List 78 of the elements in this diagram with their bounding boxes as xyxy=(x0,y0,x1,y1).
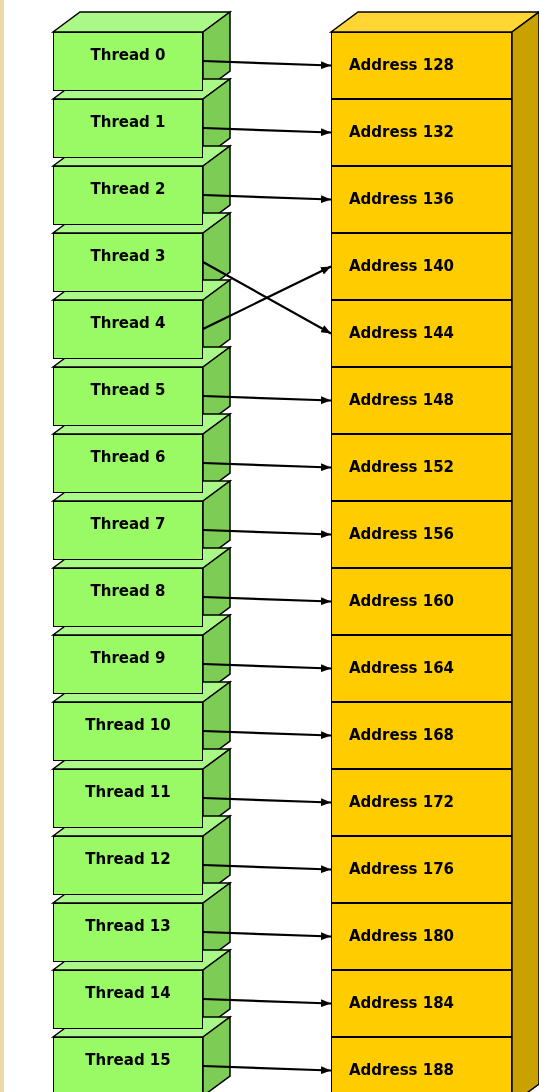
node-label: Thread 5 xyxy=(90,380,166,401)
thread-block xyxy=(53,836,203,895)
thread-block xyxy=(53,300,203,359)
node-label: Address 188 xyxy=(349,1060,455,1082)
node-label: Address 140 xyxy=(349,256,455,278)
thread-block xyxy=(53,1037,203,1092)
node-label: Thread 3 xyxy=(90,246,166,267)
address-cell xyxy=(331,568,512,635)
node-label: Thread 14 xyxy=(85,983,171,1004)
arrow xyxy=(202,126,332,137)
address-cell xyxy=(331,434,512,501)
arrow xyxy=(202,59,332,70)
arrow xyxy=(202,863,332,874)
arrow xyxy=(202,394,332,405)
address-cell xyxy=(331,836,512,903)
address-cell xyxy=(331,367,512,434)
node-label: Address 156 xyxy=(349,524,455,546)
arrow xyxy=(202,461,332,472)
address-cell xyxy=(331,970,512,1037)
address-cell xyxy=(331,702,512,769)
node-label: Address 164 xyxy=(349,658,455,680)
arrow xyxy=(202,729,332,740)
node-label: Thread 10 xyxy=(85,715,171,736)
thread-block xyxy=(53,903,203,962)
arrow xyxy=(202,997,332,1008)
node-label: Thread 13 xyxy=(85,916,171,937)
address-cell xyxy=(331,903,512,970)
arrow xyxy=(202,930,332,941)
thread-block xyxy=(53,970,203,1029)
node-label: Address 144 xyxy=(349,323,455,345)
address-cell xyxy=(331,1037,512,1092)
node-label: Thread 1 xyxy=(90,112,166,133)
node-label: Address 168 xyxy=(349,725,455,747)
thread-block xyxy=(53,32,203,91)
arrow xyxy=(202,595,332,606)
arrow xyxy=(202,662,332,673)
node-label: Address 132 xyxy=(349,122,455,144)
node-label: Address 148 xyxy=(349,390,455,412)
node-label: Thread 4 xyxy=(90,313,166,334)
thread-block xyxy=(53,233,203,292)
node-label: Thread 12 xyxy=(85,849,171,870)
node-label: Thread 8 xyxy=(90,581,166,602)
address-cell xyxy=(331,32,512,99)
arrow xyxy=(202,193,332,204)
thread-block xyxy=(53,367,203,426)
arrow xyxy=(202,1064,332,1075)
thread-block xyxy=(53,99,203,158)
address-cell xyxy=(331,99,512,166)
address-cell xyxy=(331,166,512,233)
thread-block xyxy=(53,702,203,761)
node-label: Thread 11 xyxy=(85,782,171,803)
address-cell xyxy=(331,635,512,702)
thread-block xyxy=(53,501,203,560)
node-label: Address 184 xyxy=(349,993,455,1015)
node-label: Address 128 xyxy=(349,55,455,77)
address-cell xyxy=(331,769,512,836)
address-cell xyxy=(331,233,512,300)
node-label: Address 180 xyxy=(349,926,455,948)
node-label: Thread 6 xyxy=(90,447,166,468)
thread-block xyxy=(53,434,203,493)
address-cell xyxy=(331,501,512,568)
thread-block xyxy=(53,769,203,828)
arrow xyxy=(202,796,332,807)
arrow xyxy=(202,528,332,539)
thread-block xyxy=(53,166,203,225)
thread-block xyxy=(53,635,203,694)
node-label: Address 152 xyxy=(349,457,455,479)
thread-block xyxy=(53,568,203,627)
node-label: Thread 15 xyxy=(85,1050,171,1071)
node-label: Thread 7 xyxy=(90,514,166,535)
node-label: Thread 0 xyxy=(90,45,166,66)
node-label: Thread 2 xyxy=(90,179,166,200)
node-label: Address 176 xyxy=(349,859,455,881)
node-label: Address 136 xyxy=(349,189,455,211)
node-label: Thread 9 xyxy=(90,648,166,669)
address-cell xyxy=(331,300,512,367)
node-label: Address 160 xyxy=(349,591,455,613)
node-label: Address 172 xyxy=(349,792,455,814)
